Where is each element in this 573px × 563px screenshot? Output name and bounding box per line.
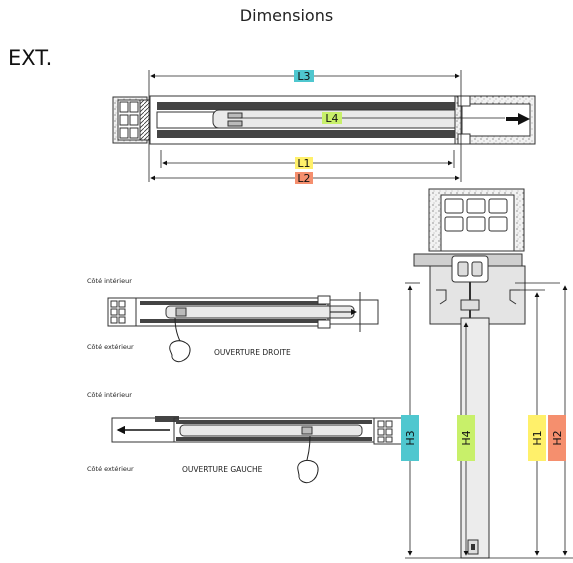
right-opening-caption: OUVERTURE DROITE [214, 348, 291, 357]
l1-text: L1 [297, 157, 310, 170]
section-view: H3 H4 H1 H2 [401, 188, 573, 559]
h4-swatch [457, 415, 475, 461]
h2-text: H2 [551, 430, 564, 445]
l2-label: L2 [295, 172, 313, 185]
plan-view: L3 L4 L1 L2 [112, 70, 536, 185]
l3-text: L3 [297, 70, 310, 83]
l1-swatch [295, 157, 313, 169]
h4-label: H4 [457, 415, 475, 461]
l4-label: L4 [322, 112, 342, 125]
l4-text: L4 [325, 112, 338, 125]
h4-text: H4 [460, 430, 473, 445]
left-opening-exterior-label: Côté extérieur [87, 465, 134, 473]
right-opening-plan [107, 292, 379, 363]
l2-text: L2 [297, 172, 310, 185]
l1-label: L1 [295, 157, 313, 170]
h1-label: H1 [528, 415, 546, 461]
l3-label: L3 [294, 70, 314, 83]
h3-label: H3 [401, 415, 419, 461]
left-opening-caption: OUVERTURE GAUCHE [182, 465, 263, 474]
h2-label: H2 [548, 415, 566, 461]
page-title: Dimensions [239, 6, 334, 25]
h1-text: H1 [531, 430, 544, 445]
l3-swatch [294, 70, 314, 82]
exterior-label: EXT. [8, 46, 53, 70]
l4-swatch [322, 112, 342, 124]
h2-swatch [548, 415, 566, 461]
h3-text: H3 [404, 430, 417, 445]
h3-swatch [401, 415, 419, 461]
h1-swatch [528, 415, 546, 461]
l2-swatch [295, 172, 313, 184]
right-opening-exterior-label: Côté extérieur [87, 343, 134, 351]
left-opening-plan [111, 416, 403, 484]
right-opening-interior-label: Côté intérieur [87, 277, 132, 285]
left-opening-interior-label: Côté intérieur [87, 391, 132, 399]
